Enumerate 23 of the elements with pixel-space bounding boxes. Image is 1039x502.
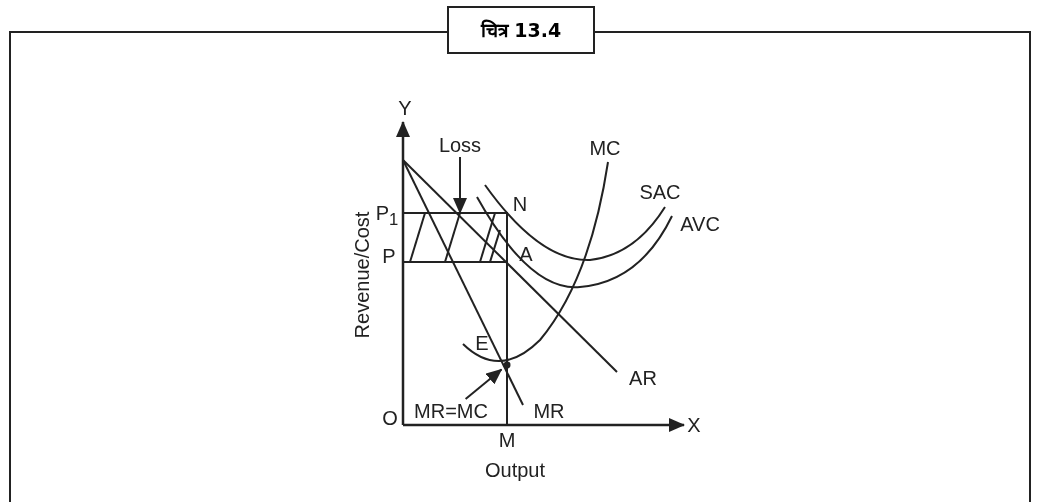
- curve-label: MC: [589, 138, 621, 158]
- curve-label: MR: [533, 401, 565, 421]
- axis-label: Y: [398, 98, 412, 118]
- callout-text: MR=MC: [414, 401, 488, 421]
- curve-label: SAC: [639, 182, 681, 202]
- axis-title: Revenue/Cost: [352, 211, 372, 339]
- point-label: E: [475, 333, 489, 353]
- point-label: P: [382, 246, 396, 266]
- axis-label: X: [687, 415, 701, 435]
- point-label: P$_{1}$: [375, 203, 399, 229]
- intersection-point: [503, 361, 511, 369]
- figure-title: चित्र 13.4: [447, 6, 595, 54]
- axis-title: Output: [485, 460, 545, 480]
- leader-arrow: [464, 368, 503, 400]
- hatched-loss-area: [402, 212, 508, 263]
- point-label: A: [519, 244, 533, 264]
- point-label: N: [512, 194, 528, 214]
- point-label: M: [498, 430, 516, 450]
- leader-arrow: [453, 156, 467, 214]
- curve-label: AR: [629, 368, 657, 388]
- point-label: O: [382, 408, 398, 428]
- curve-label: AVC: [680, 214, 720, 234]
- callout-text: Loss: [438, 135, 482, 155]
